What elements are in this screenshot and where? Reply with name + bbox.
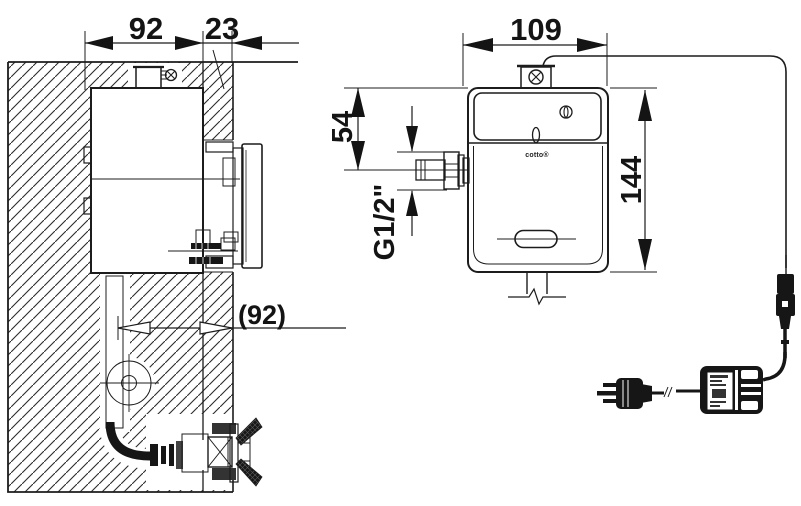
panel-screw-icon bbox=[559, 105, 573, 119]
dim-top-to-inlet: 54 bbox=[327, 87, 468, 171]
top-bracket-front bbox=[517, 64, 555, 89]
sensor-window bbox=[514, 229, 558, 249]
plug-prong bbox=[603, 399, 617, 403]
bracket-screw-icon bbox=[164, 68, 178, 82]
keyhole-slot bbox=[531, 126, 541, 144]
supply-wire bbox=[542, 55, 787, 268]
power-adapter-icon bbox=[700, 366, 763, 414]
power-plug-icon bbox=[597, 378, 700, 409]
dim-pipe-center-ref: (92) bbox=[117, 300, 346, 340]
side-view: 92 23 (92) bbox=[7, 11, 346, 493]
dim-109-label: 109 bbox=[510, 12, 562, 47]
cover-plate-side bbox=[205, 141, 263, 269]
dim-inlet-thread: G1/2" bbox=[369, 106, 447, 260]
dim-width: 109 bbox=[462, 12, 608, 86]
dim-54-label: 54 bbox=[327, 111, 359, 143]
flex-hose bbox=[105, 421, 151, 461]
plug-prong bbox=[597, 391, 618, 396]
bottom-outlet-pipe bbox=[508, 272, 566, 306]
dim-finish-layer: 23 bbox=[205, 11, 262, 90]
dim-23-label: 23 bbox=[205, 11, 239, 46]
brand-label: cotto® bbox=[525, 151, 549, 159]
dim-ref-92-label: (92) bbox=[238, 300, 286, 330]
dim-height: 144 bbox=[610, 87, 657, 273]
hex-nut bbox=[443, 151, 460, 190]
outlet-fitting bbox=[150, 417, 263, 487]
dim-recess-depth: 92 bbox=[84, 11, 299, 90]
flush-pipe bbox=[100, 275, 159, 461]
dim-144-label: 144 bbox=[616, 156, 648, 204]
front-view: cotto® bbox=[327, 12, 657, 306]
bracket-screw-icon bbox=[528, 69, 544, 85]
top-bracket-side bbox=[133, 65, 178, 89]
power-assembly bbox=[542, 55, 795, 414]
inline-connector-icon bbox=[762, 255, 795, 382]
dim-g12-label: G1/2" bbox=[369, 184, 401, 261]
dim-92-label: 92 bbox=[129, 11, 163, 46]
plug-prong bbox=[603, 383, 617, 387]
valve-body-front: cotto® bbox=[467, 87, 609, 273]
